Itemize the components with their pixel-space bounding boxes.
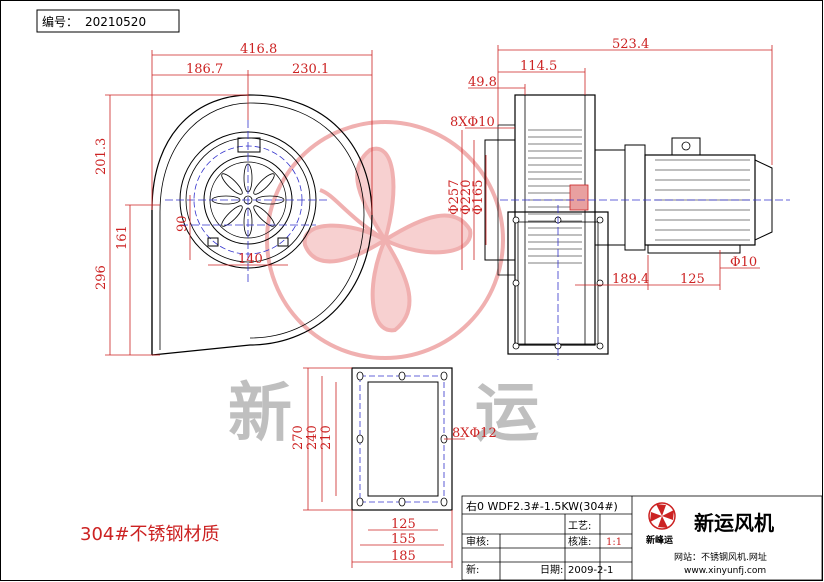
front-dim-lines: [105, 50, 373, 356]
dim-side-49: 49.8: [468, 75, 497, 90]
company-logo-icon: [648, 502, 676, 530]
company-small-name: 新峰运: [646, 534, 674, 546]
title-check-label: 核准:: [568, 535, 591, 548]
dim-flange-155: 155: [391, 532, 416, 547]
dim-outlet-161: 161: [115, 225, 130, 250]
flange-dim-lines: [303, 367, 465, 568]
drawing-number-value: 20210520: [85, 15, 146, 29]
front-view: [151, 94, 373, 356]
dim-side-overall: 523.4: [612, 37, 649, 52]
title-new-label: 新:: [466, 563, 479, 576]
flange-view: [351, 367, 453, 511]
dim-flange-270: 270: [291, 425, 306, 450]
dim-base-140: 140: [238, 252, 263, 267]
watermark-char-2: 运: [475, 377, 539, 451]
dim-flange-125: 125: [391, 517, 416, 532]
drawing-number-box: [36, 9, 180, 33]
watermark-char-1: 新: [228, 377, 292, 451]
dim-side-phi257: Φ257: [447, 180, 462, 215]
drawing-number-label: 编号：: [42, 14, 78, 29]
dim-flange-185: 185: [391, 549, 416, 564]
dim-flange-210: 210: [319, 425, 334, 450]
title-block: [461, 495, 823, 581]
title-scale: 1:1: [606, 537, 622, 548]
dim-flange-holes: 8XΦ12: [452, 426, 497, 441]
company-website: www.xinyunfj.com: [684, 566, 766, 576]
company-website-label: 网站：不锈钢风机.网址: [674, 551, 767, 563]
dim-side-189: 189.4: [612, 272, 649, 287]
dim-flange-240: 240: [305, 425, 320, 450]
title-review-label: 审核:: [466, 535, 489, 548]
title-craft-label: 工艺:: [568, 520, 591, 532]
title-date-label: 日期:: [540, 564, 563, 576]
dim-side-114: 114.5: [520, 59, 557, 74]
dim-side-phi165: Φ165: [471, 180, 486, 215]
dim-side-holes: 8XΦ10: [450, 115, 495, 130]
company-name: 新运风机: [694, 511, 774, 535]
dim-height-296: 296: [94, 265, 109, 290]
dim-height-upper: 201.3: [94, 138, 109, 175]
dim-side-foot-holes: Φ10: [730, 255, 757, 270]
side-view: [484, 94, 790, 360]
title-model: 右0 WDF2.3#-1.5KW(304#): [466, 499, 618, 513]
material-note: 304#不锈钢材质: [80, 524, 219, 545]
title-date: 2009-2-1: [568, 565, 613, 576]
dim-overall-width: 416.8: [240, 42, 277, 57]
dim-left-width: 186.7: [186, 62, 223, 77]
dim-side-phi220: Φ220: [459, 180, 474, 215]
logo-watermark: [265, 120, 505, 360]
dim-inlet-90: 90: [175, 215, 190, 232]
dim-right-width: 230.1: [292, 62, 329, 77]
side-dim-lines: [461, 45, 773, 290]
dim-side-125: 125: [680, 272, 705, 287]
